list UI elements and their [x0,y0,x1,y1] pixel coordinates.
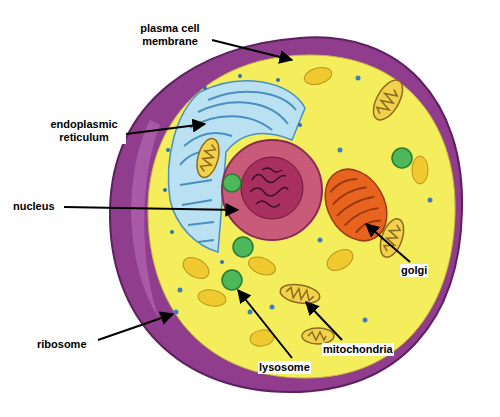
lysosomes [222,148,412,290]
leader-lines [64,40,410,358]
ribosomes [174,76,433,323]
part-label: lysosome [258,361,311,374]
cell-membrane [110,37,462,392]
part-label: golgi [400,264,428,277]
part-label: mitochondria [322,343,394,356]
vesicles [179,65,428,348]
part-label: ribosome [36,338,88,351]
nucleus-figure [222,140,322,240]
part-label: nucleus [12,200,56,213]
cytoplasm [148,55,455,378]
part-label: plasma cell membrane [128,22,212,48]
part-label: endoplasmic reticulum [42,118,126,144]
